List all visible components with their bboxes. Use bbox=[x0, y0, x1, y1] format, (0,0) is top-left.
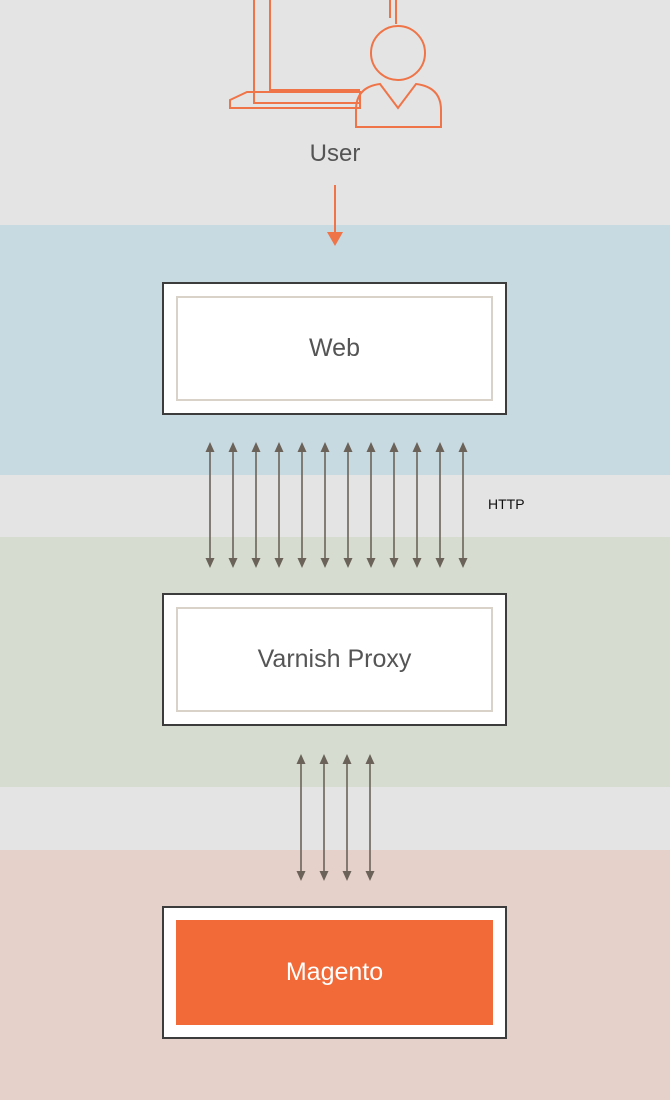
http-arrow-10 bbox=[412, 442, 422, 568]
http-arrow-2 bbox=[228, 442, 238, 568]
web-box: Web bbox=[162, 282, 507, 415]
magento-arrow-1 bbox=[296, 754, 306, 881]
user-at-laptop-icon bbox=[229, 0, 442, 128]
http-label: HTTP bbox=[488, 496, 525, 512]
magento-label: Magento bbox=[176, 920, 493, 1025]
http-gap-band bbox=[0, 475, 670, 537]
gap-band bbox=[0, 787, 670, 850]
magento-box: Magento bbox=[162, 906, 507, 1039]
user-label: User bbox=[309, 140, 361, 167]
varnish-proxy-label: Varnish Proxy bbox=[176, 607, 493, 712]
web-varnish-http-arrows bbox=[205, 442, 468, 568]
http-arrow-7 bbox=[343, 442, 353, 568]
http-arrow-6 bbox=[320, 442, 330, 568]
http-arrow-11 bbox=[435, 442, 445, 568]
user-to-web-arrow bbox=[327, 185, 343, 246]
http-arrow-9 bbox=[389, 442, 399, 568]
magento-arrow-2 bbox=[319, 754, 329, 881]
magento-arrow-4 bbox=[365, 754, 375, 881]
http-arrow-12 bbox=[458, 442, 468, 568]
varnish-proxy-box: Varnish Proxy bbox=[162, 593, 507, 726]
http-arrow-5 bbox=[297, 442, 307, 568]
varnish-magento-arrows bbox=[296, 754, 375, 881]
http-arrow-3 bbox=[251, 442, 261, 568]
http-arrow-8 bbox=[366, 442, 376, 568]
web-label: Web bbox=[176, 296, 493, 401]
magento-arrow-3 bbox=[342, 754, 352, 881]
http-arrow-4 bbox=[274, 442, 284, 568]
http-arrow-1 bbox=[205, 442, 215, 568]
